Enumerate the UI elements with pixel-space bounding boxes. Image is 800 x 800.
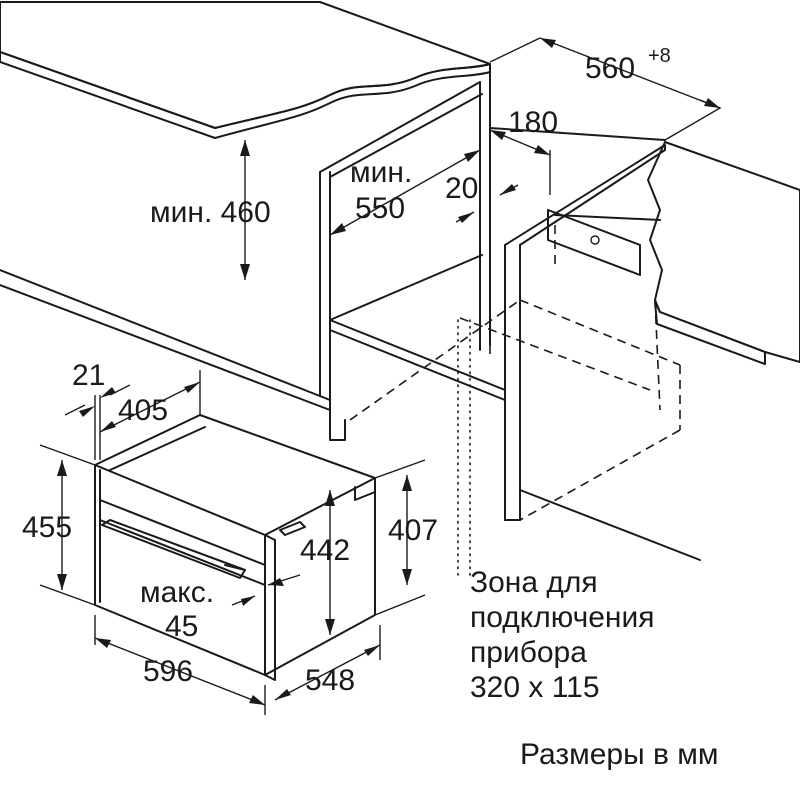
dim-min-550-value: 550: [355, 192, 405, 225]
connection-zone-line-4: 320 x 115: [470, 671, 600, 704]
connection-zone-line-2: подключения: [470, 601, 654, 634]
dimension-lines: [39, 37, 722, 715]
connection-zone-label: Зона для подключения прибора 320 x 115: [470, 566, 654, 704]
oven: [94, 414, 376, 681]
dim-min-550-prefix: мин.: [350, 156, 412, 189]
units-note: Размеры в мм: [520, 738, 719, 771]
dim-max-45: 45: [165, 610, 198, 643]
side-panel: [504, 144, 666, 521]
countertop-right: [647, 141, 800, 365]
dim-depth-180: 180: [508, 106, 558, 139]
countertop-front-edge: [0, 51, 491, 139]
dim-depth-548: 548: [305, 664, 355, 697]
dim-width-560-tolerance: +8: [648, 45, 671, 67]
connection-zone-lines: [457, 319, 471, 576]
oven-outline-dashed: [349, 225, 681, 521]
dim-min-460: мин. 460: [150, 196, 271, 229]
connection-zone-line-3: прибора: [470, 636, 587, 669]
dim-height-442: 442: [300, 534, 350, 567]
dim-height-407: 407: [388, 514, 438, 547]
dim-depth-405: 405: [118, 394, 168, 427]
connection-box: [547, 209, 641, 276]
dim-gap-20: 20: [445, 172, 478, 205]
dim-max-prefix: макс.: [140, 576, 214, 609]
cabinet-niche: [0, 69, 701, 561]
dimension-labels: 560 +8 180 20 мин. 550 мин. 460 21 405 4…: [22, 45, 671, 697]
dim-width-596: 596: [143, 655, 193, 688]
dim-side-21: 21: [72, 359, 105, 392]
connection-zone-line-1: Зона для: [470, 566, 598, 599]
dim-height-455: 455: [22, 511, 72, 544]
countertop-top-surface: [0, 1, 491, 129]
dim-width-560: 560: [585, 52, 635, 85]
countertop-right-edge: [654, 301, 766, 365]
